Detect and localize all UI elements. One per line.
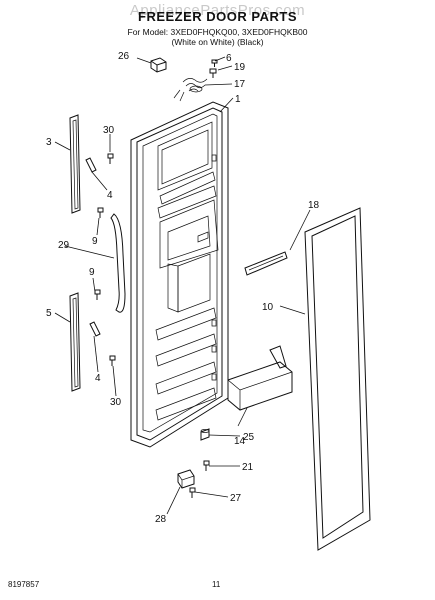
callout-26: 26 [118, 51, 130, 62]
callout-4-upper: 4 [107, 190, 113, 201]
callout-27: 27 [230, 493, 242, 504]
part-28-bracket [177, 469, 195, 489]
part-26-connector [150, 57, 167, 73]
part-9-screw-upper [97, 207, 104, 218]
page-number: 11 [212, 580, 221, 589]
part-1-door-liner [130, 101, 229, 448]
leader-lines [54, 56, 311, 515]
callout-30-lower: 30 [110, 397, 122, 408]
callout-9-lower: 9 [89, 267, 95, 278]
callout-19: 19 [234, 62, 246, 73]
part-10-gasket [304, 207, 371, 551]
document-number: 8197857 [8, 580, 40, 589]
part-29-handle [110, 213, 126, 313]
callout-14: 14 [234, 436, 246, 447]
callout-labels: 26 6 19 17 1 30 3 4 9 29 18 9 5 10 4 30 … [46, 51, 320, 525]
part-27-screw [189, 487, 196, 498]
callout-3: 3 [46, 137, 52, 148]
part-30-screw-upper [107, 153, 114, 164]
part-9-screw-lower [94, 289, 101, 300]
callout-5: 5 [46, 308, 52, 319]
callout-4-lower: 4 [95, 373, 101, 384]
callout-17: 17 [234, 79, 246, 90]
callout-18: 18 [308, 200, 320, 211]
callout-25: 25 [243, 432, 255, 443]
callout-1: 1 [235, 94, 241, 105]
part-4-end-caps [85, 157, 101, 337]
part-6-screw [209, 68, 217, 78]
callout-29: 29 [58, 240, 70, 251]
part-17-wire-harness [173, 78, 208, 102]
color-variants: (White on White) (Black) [171, 37, 264, 47]
callout-21: 21 [242, 462, 254, 473]
part-21-screw [203, 460, 210, 471]
part-19-screw [211, 59, 218, 67]
part-25-bushing [200, 428, 210, 441]
part-14-bin [227, 345, 293, 411]
callout-30-upper: 30 [103, 125, 115, 136]
callout-28: 28 [155, 514, 167, 525]
part-3-trim-strip [69, 114, 81, 214]
callout-10: 10 [262, 302, 274, 313]
part-5-trim-strip [69, 292, 81, 392]
diagram-title: FREEZER DOOR PARTS [138, 9, 297, 24]
part-18-rail [244, 251, 288, 276]
watermark-text: AppliancePartsPros.com [129, 2, 306, 19]
model-numbers: For Model: 3XED0FHQKQ00, 3XED0FHQKB00 [127, 27, 308, 37]
callout-6: 6 [226, 53, 232, 64]
callout-9-upper: 9 [92, 236, 98, 247]
part-30-screw-lower [109, 355, 116, 366]
